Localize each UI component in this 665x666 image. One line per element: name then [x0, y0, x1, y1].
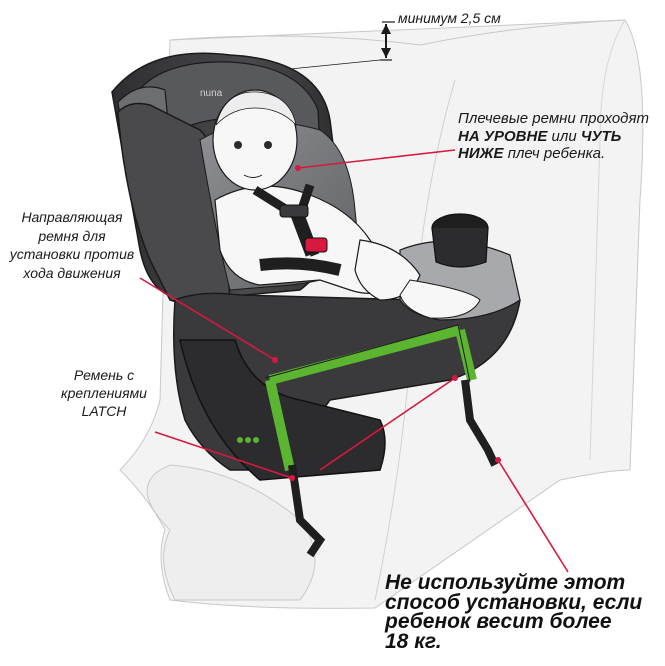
minimum-clearance-label: минимум 2,5 см — [398, 10, 501, 27]
shoulder-strap-label: Плечевые ремни проходят НА УРОВНЕ или ЧУ… — [458, 110, 658, 163]
shoulder-text-2: или — [547, 128, 580, 145]
indicator-dot — [245, 437, 251, 443]
belt-guide-label: Направляющая ремня для установки против … — [2, 208, 142, 282]
latch-strap-label: Ремень с креплениями LATCH — [44, 366, 164, 420]
indicator-dot — [237, 437, 243, 443]
warning-line: ребенок весит более — [385, 612, 665, 632]
chest-clip — [280, 205, 308, 217]
buckle — [305, 238, 327, 252]
lap-strap — [260, 263, 340, 270]
warning-line: Не используйте этот — [385, 573, 665, 593]
brand-logo: nuna — [200, 88, 223, 99]
shoulder-text-bold-1: НА УРОВНЕ — [458, 128, 547, 145]
shoulder-text-3: плеч ребенка. — [504, 145, 606, 162]
pointer-latch-dot — [289, 475, 295, 481]
pointer-guide-dot — [272, 357, 278, 363]
warning-line: 18 кг. — [385, 632, 665, 652]
cup-holder-body — [432, 228, 488, 267]
child-eye — [234, 141, 242, 149]
child-eye — [264, 141, 272, 149]
pointer-latch-dot — [452, 375, 458, 381]
weight-warning-label: Не используйте этот способ установки, ес… — [385, 573, 665, 651]
pointer-warning-dot — [495, 457, 501, 463]
shoulder-text-1: Плечевые ремни проходят — [458, 110, 649, 127]
indicator-dot — [253, 437, 259, 443]
pointer-shoulder-dot — [295, 165, 301, 171]
